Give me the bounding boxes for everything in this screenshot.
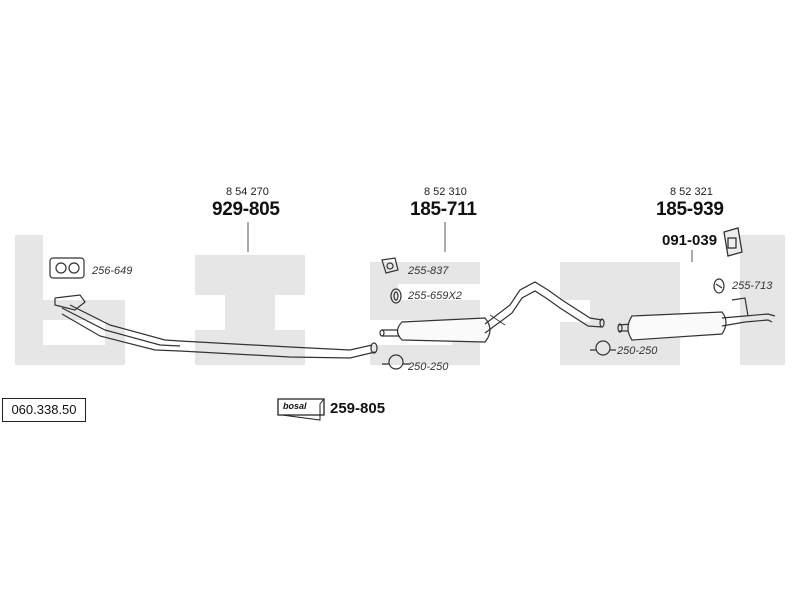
- part-number-center-muffler: 185-711: [410, 199, 477, 220]
- gasket-icon: [49, 257, 85, 279]
- part-number-kit: 259-805: [330, 400, 386, 417]
- bosal-logo-text: bosal: [283, 401, 307, 411]
- rear-muffler: [617, 297, 776, 341]
- spring-icon: [390, 288, 402, 304]
- accessory-code-flange-gasket: 255-837: [408, 265, 449, 277]
- oem-number-center-muffler: 8 52 310: [424, 186, 467, 198]
- oem-number-rear-muffler: 8 52 321: [670, 186, 713, 198]
- center-muffler: [379, 281, 605, 343]
- accessory-code-hanger: 255-713: [732, 280, 773, 292]
- reference-number: 060.338.50: [2, 398, 86, 422]
- part-number-front-pipe: 929-805: [212, 199, 280, 220]
- part-number-rear-muffler: 185-939: [656, 199, 724, 220]
- bosal-logo: [277, 398, 325, 421]
- accessory-code-gasket: 256-649: [92, 265, 133, 277]
- oem-number-front-pipe: 8 54 270: [226, 186, 269, 198]
- accessory-code-clamp-2: 250-250: [617, 345, 658, 357]
- clamp-icon: [382, 354, 410, 370]
- leader-lines: [247, 222, 693, 262]
- accessory-code-clamp: 250-250: [408, 361, 449, 373]
- part-number-bracket: 091-039: [662, 232, 718, 249]
- front-pipe: [54, 294, 378, 359]
- flange-gasket-icon: [381, 257, 399, 274]
- clamp-icon-2: [590, 340, 616, 356]
- hanger-icon: [713, 278, 725, 294]
- accessory-code-spring: 255-659X2: [408, 290, 462, 302]
- bracket-icon: [723, 227, 743, 257]
